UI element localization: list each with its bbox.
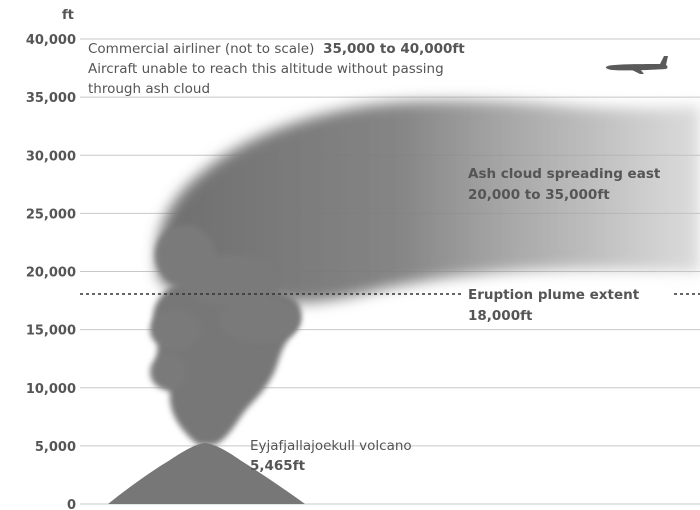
plume-height: 18,000ft bbox=[468, 308, 533, 324]
ash-cloud-label: Ash cloud spreading east bbox=[468, 166, 661, 182]
airliner-range: 35,000 to 40,000ft bbox=[323, 41, 465, 57]
plume-label: Eruption plume extent bbox=[468, 287, 640, 303]
y-tick-label: 30,000 bbox=[26, 149, 76, 164]
ash-cloud bbox=[157, 100, 700, 303]
y-tick-label: 20,000 bbox=[26, 266, 76, 281]
volcano-height: 5,465ft bbox=[250, 458, 306, 474]
volcano-shape bbox=[108, 443, 305, 504]
ash-cloud-range: 20,000 to 35,000ft bbox=[468, 187, 610, 203]
y-tick-label: 15,000 bbox=[26, 324, 76, 339]
y-tick-labels: 0 5,000 10,000 15,000 20,000 25,000 30,000 35,0… bbox=[26, 33, 76, 510]
column-puffs bbox=[150, 225, 300, 390]
airliner-annotation: Commercial airliner (not to scale) 35,00… bbox=[88, 41, 465, 57]
y-tick-label: 35,000 bbox=[26, 91, 76, 106]
y-tick-label: 0 bbox=[67, 498, 76, 510]
airliner-icon bbox=[605, 56, 668, 74]
y-tick-label: 5,000 bbox=[35, 440, 76, 455]
volcano-label: Eyjafjallajoekull volcano bbox=[250, 438, 412, 454]
y-tick-label: 25,000 bbox=[26, 207, 76, 222]
y-tick-label: 10,000 bbox=[26, 382, 76, 397]
unit-label: ft bbox=[62, 8, 74, 23]
airliner-label: Commercial airliner (not to scale) bbox=[88, 41, 314, 57]
airliner-note-line1: Aircraft unable to reach this altitude w… bbox=[88, 61, 444, 77]
airliner-note-line2: through ash cloud bbox=[88, 81, 210, 97]
y-tick-label: 40,000 bbox=[26, 33, 76, 48]
